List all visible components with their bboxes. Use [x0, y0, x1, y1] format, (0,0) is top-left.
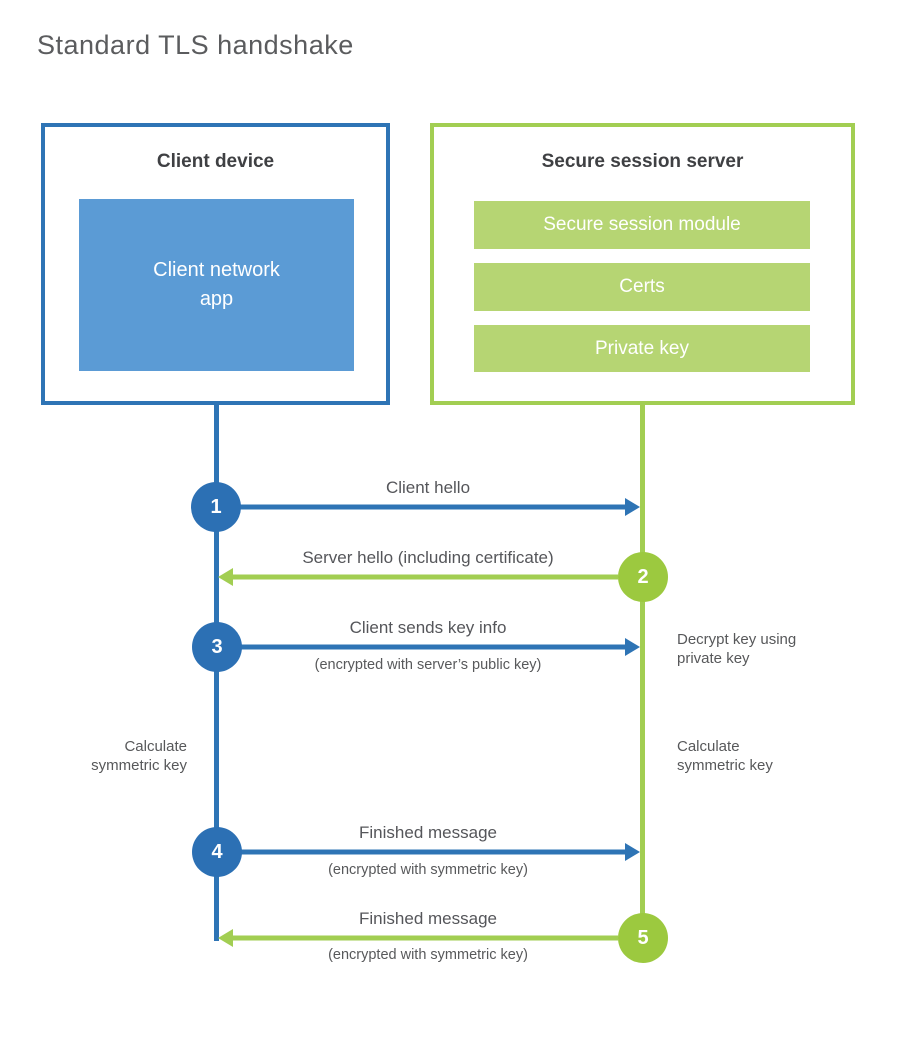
- arrow-shaft: [241, 849, 627, 855]
- step-5-arrow: [218, 928, 618, 948]
- client-lifeline: [214, 403, 219, 941]
- step-4-sublabel: (encrypted with symmetric key): [328, 862, 528, 878]
- arrowhead-left-icon: [218, 929, 233, 947]
- arrowhead-right-icon: [625, 843, 640, 861]
- arrowhead-right-icon: [625, 638, 640, 656]
- step-5-circle: 5: [618, 913, 668, 963]
- step-3-circle: 3: [192, 622, 242, 672]
- step-3-sublabel: (encrypted with server’s public key): [314, 657, 542, 673]
- client-network-app-box: Client network app: [79, 199, 354, 371]
- annotation-decrypt-key: Decrypt key using private key: [677, 631, 797, 667]
- server-module-certs: Certs: [474, 263, 810, 311]
- step-4-arrow: [241, 842, 640, 862]
- server-title: Secure session server: [541, 151, 744, 172]
- server-module-secure-session: Secure session module: [474, 201, 810, 249]
- server-lifeline: [640, 403, 645, 938]
- arrow-shaft: [241, 644, 627, 650]
- step-2-arrow: [218, 567, 618, 587]
- step-2-label: Server hello (including certificate): [302, 548, 554, 567]
- arrow-shaft: [231, 935, 618, 941]
- annotation-calculate-symmetric-key-left: Calculate symmetric key: [91, 738, 187, 774]
- step-5-sublabel: (encrypted with symmetric key): [328, 947, 528, 963]
- arrowhead-left-icon: [218, 568, 233, 586]
- step-4-label: Finished message: [359, 823, 497, 842]
- step-4-circle: 4: [192, 827, 242, 877]
- client-network-app-label: Client network app: [153, 259, 280, 310]
- step-1-circle: 1: [191, 482, 241, 532]
- step-5-label: Finished message: [359, 909, 497, 928]
- arrowhead-right-icon: [625, 498, 640, 516]
- page-title: Standard TLS handshake: [37, 30, 354, 60]
- annotation-calculate-symmetric-key-right: Calculate symmetric key: [677, 738, 773, 774]
- step-1-arrow: [240, 497, 640, 517]
- client-device-title: Client device: [156, 151, 275, 172]
- arrow-shaft: [240, 504, 627, 510]
- step-2-circle: 2: [618, 552, 668, 602]
- arrow-shaft: [231, 574, 618, 580]
- step-1-label: Client hello: [385, 478, 471, 497]
- step-3-label: Client sends key info: [349, 618, 507, 637]
- server-module-private-key: Private key: [474, 325, 810, 372]
- step-3-arrow: [241, 637, 640, 657]
